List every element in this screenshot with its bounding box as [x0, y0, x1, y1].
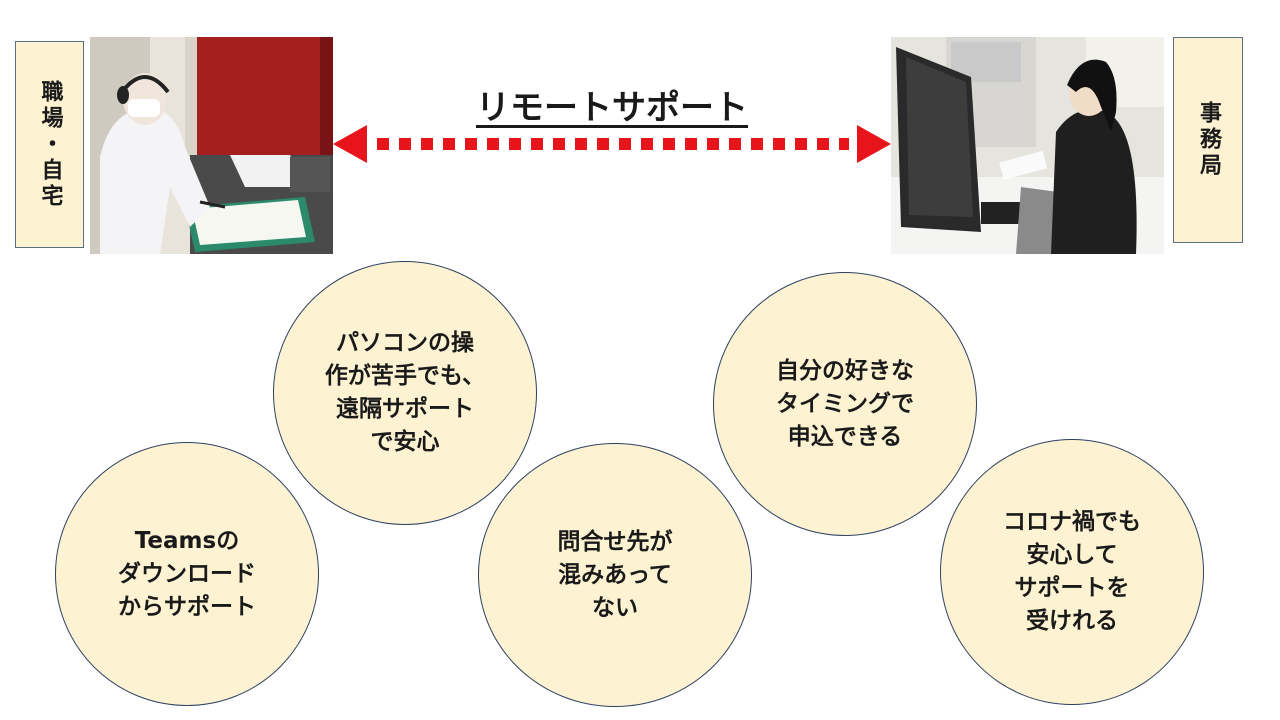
bubble-corona-line-4: 受けれる [1026, 608, 1118, 634]
bubble-contact-line-3: ない [592, 594, 638, 621]
page-title: リモートサポート [476, 88, 748, 128]
bubble-teams-line-2: ダウンロード [118, 560, 256, 587]
bubble-corona-line-1: コロナ禍でも [1003, 509, 1141, 535]
bubble-contact: 問合せ先が 混みあって ない [478, 443, 752, 707]
office-staff-photo [891, 37, 1164, 254]
bubble-timing: 自分の好きな タイミングで 申込できる [713, 272, 977, 536]
right-location-label: 事務局 [1173, 37, 1243, 243]
left-location-label-text: 職場・自宅 [37, 79, 63, 210]
double-arrow-icon [333, 125, 891, 163]
bubble-timing-line-2: タイミングで [776, 390, 914, 417]
senior-user-photo [90, 37, 333, 254]
bubble-pc-line-3: 遠隔サポート [336, 396, 474, 422]
bubble-corona-line-2: 安心して [1026, 542, 1118, 568]
bubble-pc-line-4: で安心 [370, 429, 440, 455]
bubble-pc-operation: パソコンの操 作が苦手でも、 遠隔サポート で安心 [273, 261, 537, 525]
bubble-corona-line-3: サポートを [1014, 575, 1130, 601]
left-location-label: 職場・自宅 [15, 41, 84, 248]
bubble-teams: Teamsの ダウンロード からサポート [55, 442, 319, 706]
bubble-contact-line-1: 問合せ先が [557, 528, 673, 555]
bubble-timing-line-3: 申込できる [787, 423, 903, 450]
bubble-contact-line-2: 混みあって [558, 561, 672, 588]
right-location-label-text: 事務局 [1196, 101, 1221, 179]
bubble-corona: コロナ禍でも 安心して サポートを 受けれる [940, 439, 1204, 705]
bubble-timing-line-1: 自分の好きな [776, 357, 914, 384]
bubble-teams-line-3: からサポート [118, 593, 256, 620]
bubble-pc-line-2: 作が苦手でも、 [324, 363, 486, 389]
bubble-teams-line-1: Teamsの [134, 527, 240, 554]
bubble-pc-line-1: パソコンの操 [336, 330, 474, 356]
